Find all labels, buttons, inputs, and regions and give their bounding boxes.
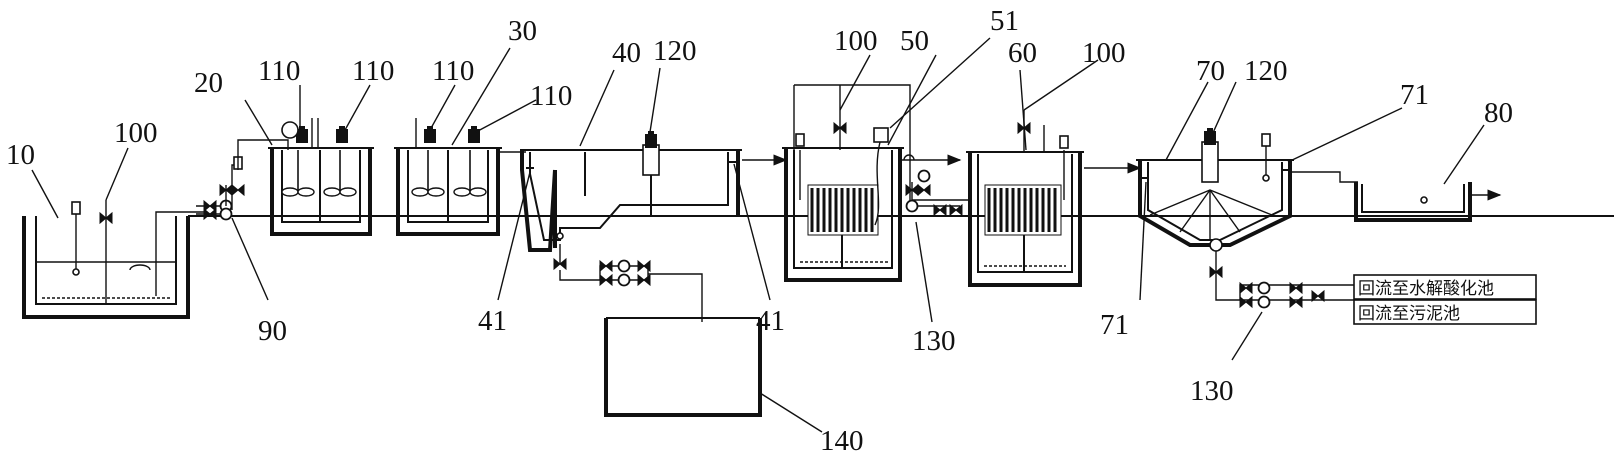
label-30: 30 (508, 15, 537, 47)
label-20: 20 (194, 67, 223, 99)
label-71-b: 71 (1100, 309, 1129, 341)
tank-140 (604, 317, 762, 417)
label-70: 70 (1196, 55, 1225, 87)
leader-lines (31, 37, 1485, 433)
label-10: 10 (6, 139, 35, 171)
label-120-b: 120 (1244, 55, 1288, 87)
label-51: 51 (990, 5, 1019, 37)
label-41-b: 41 (756, 305, 785, 337)
label-100-a: 100 (114, 117, 158, 149)
part-labels: 10 100 20 110 110 110 30 110 40 120 100 … (6, 5, 1513, 457)
label-100-c: 100 (1082, 37, 1126, 69)
label-40: 40 (612, 37, 641, 69)
label-110-a: 110 (258, 55, 300, 87)
label-120-a: 120 (653, 35, 697, 67)
tank-10 (22, 200, 206, 319)
label-90: 90 (258, 315, 287, 347)
label-100-b: 100 (834, 25, 878, 57)
tank-20 (268, 118, 400, 236)
return-flow-box-hydrolysis: 回流至水解酸化池 (1353, 274, 1537, 300)
pump-group-90 (196, 139, 289, 221)
label-41-a: 41 (478, 305, 507, 337)
tank-60 (966, 110, 1142, 287)
label-71-a: 71 (1400, 79, 1429, 111)
tank-30 (394, 118, 526, 236)
tank-40 (520, 131, 788, 322)
tank-50 (782, 84, 962, 282)
label-60: 60 (1008, 37, 1037, 69)
label-50: 50 (900, 25, 929, 57)
return-sludge-label: 回流至污泥池 (1358, 304, 1460, 324)
label-110-c: 110 (432, 55, 474, 87)
pump-group-130-middle (903, 154, 970, 216)
tank-80 (1354, 182, 1502, 222)
label-110-d: 110 (530, 80, 572, 112)
label-130-a: 130 (912, 325, 956, 357)
label-130-b: 130 (1190, 375, 1234, 407)
tank-70 (1136, 128, 1358, 309)
return-hydrolysis-label: 回流至水解酸化池 (1358, 279, 1494, 299)
label-140: 140 (820, 425, 864, 457)
label-110-b: 110 (352, 55, 394, 87)
label-80: 80 (1484, 97, 1513, 129)
return-flow-box-sludge: 回流至污泥池 (1353, 299, 1537, 325)
